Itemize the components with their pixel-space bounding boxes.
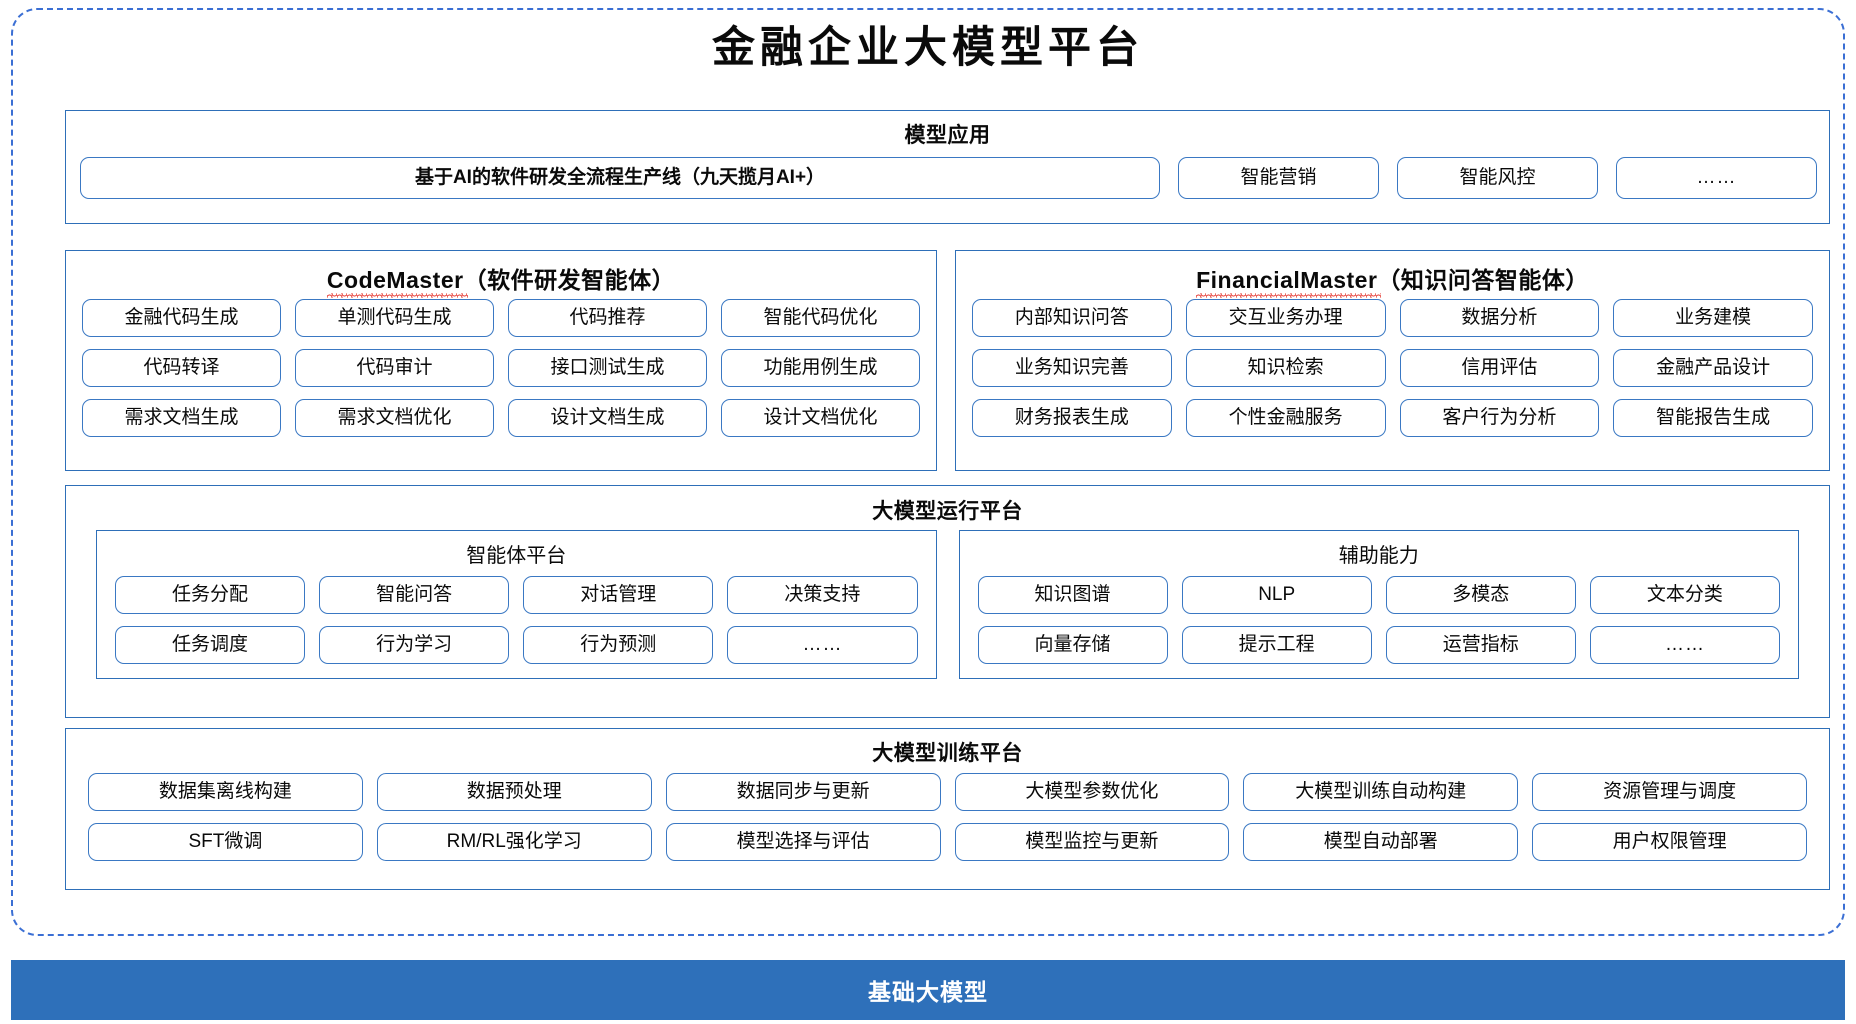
pill-code-audit[interactable]: 代码审计	[295, 349, 494, 387]
pill-requirement-doc-gen[interactable]: 需求文档生成	[82, 399, 281, 437]
pill-code-recommendation[interactable]: 代码推荐	[508, 299, 707, 337]
pill-dataset-offline-build[interactable]: 数据集离线构建	[88, 773, 363, 811]
pill-smart-risk-control[interactable]: 智能风控	[1397, 157, 1598, 199]
pill-resource-mgmt-scheduling[interactable]: 资源管理与调度	[1532, 773, 1807, 811]
model-application-pill-row: 基于AI的软件研发全流程生产线（九天揽月AI+） 智能营销 智能风控 ……	[80, 157, 1817, 199]
auxiliary-capability-pill-grid: 知识图谱 NLP 多模态 文本分类 向量存储 提示工程 运营指标 ……	[977, 576, 1780, 664]
training-platform-pill-grid: 数据集离线构建 数据预处理 数据同步与更新 大模型参数优化 大模型训练自动构建 …	[88, 773, 1807, 861]
financialmaster-suffix: （知识问答智能体）	[1377, 267, 1589, 293]
pill-functional-case-gen[interactable]: 功能用例生成	[721, 349, 920, 387]
pill-financial-report-gen[interactable]: 财务报表生成	[972, 399, 1172, 437]
pill-knowledge-retrieval[interactable]: 知识检索	[1185, 349, 1386, 387]
pill-design-doc-opt[interactable]: 设计文档优化	[721, 399, 920, 437]
pill-rm-rl-learning[interactable]: RM/RL强化学习	[376, 823, 652, 861]
pill-training-auto-build[interactable]: 大模型训练自动构建	[1243, 773, 1519, 811]
pill-credit-assessment[interactable]: 信用评估	[1399, 349, 1600, 387]
codemaster-pill-grid: 金融代码生成 单测代码生成 代码推荐 智能代码优化 代码转译 代码审计 接口测试…	[82, 299, 920, 437]
pill-interactive-business[interactable]: 交互业务办理	[1185, 299, 1386, 337]
pill-task-scheduling[interactable]: 任务调度	[115, 626, 306, 664]
pill-unit-test-code-gen[interactable]: 单测代码生成	[295, 299, 494, 337]
pill-more-auxiliary-capabilities[interactable]: ……	[1589, 626, 1780, 664]
pill-knowledge-graph[interactable]: 知识图谱	[977, 576, 1168, 614]
pill-prompt-engineering[interactable]: 提示工程	[1181, 626, 1372, 664]
pill-more-agent-capabilities[interactable]: ……	[727, 626, 918, 664]
pill-text-classification[interactable]: 文本分类	[1589, 576, 1780, 614]
base-model-label: 基础大模型	[868, 979, 988, 1005]
pill-vector-storage[interactable]: 向量存储	[977, 626, 1168, 664]
pill-data-sync-update[interactable]: 数据同步与更新	[665, 773, 941, 811]
financialmaster-section: FinancialMaster（知识问答智能体） 内部知识问答 交互业务办理 数…	[955, 250, 1830, 471]
auxiliary-capability-panel: 辅助能力 知识图谱 NLP 多模态 文本分类 向量存储 提示工程 运营指标 ……	[958, 530, 1799, 679]
codemaster-title: CodeMaster（软件研发智能体）	[66, 261, 936, 298]
agent-platform-pill-grid: 任务分配 智能问答 对话管理 决策支持 任务调度 行为学习 行为预测 ……	[115, 576, 918, 664]
page-title: 金融企业大模型平台	[712, 25, 1144, 72]
pill-decision-support[interactable]: 决策支持	[727, 576, 918, 614]
pill-business-knowledge-improve[interactable]: 业务知识完善	[972, 349, 1172, 387]
agent-platform-panel: 智能体平台 任务分配 智能问答 对话管理 决策支持 任务调度 行为学习 行为预测…	[96, 530, 937, 679]
pill-personalized-finance[interactable]: 个性金融服务	[1185, 399, 1386, 437]
base-model-bar: 基础大模型	[11, 960, 1845, 1020]
pill-behavior-prediction[interactable]: 行为预测	[523, 626, 714, 664]
pill-model-auto-deploy[interactable]: 模型自动部署	[1243, 823, 1519, 861]
pill-financial-product-design[interactable]: 金融产品设计	[1613, 349, 1813, 387]
pill-smart-code-optimization[interactable]: 智能代码优化	[721, 299, 920, 337]
pill-data-analysis[interactable]: 数据分析	[1399, 299, 1600, 337]
runtime-panels: 智能体平台 任务分配 智能问答 对话管理 决策支持 任务调度 行为学习 行为预测…	[96, 530, 1799, 679]
auxiliary-capability-title: 辅助能力	[1338, 545, 1419, 567]
pill-code-translation[interactable]: 代码转译	[82, 349, 281, 387]
codemaster-latin-name: CodeMaster	[326, 267, 468, 298]
pill-more-applications[interactable]: ……	[1616, 157, 1817, 199]
pill-interface-test-gen[interactable]: 接口测试生成	[508, 349, 707, 387]
pill-model-selection-eval[interactable]: 模型选择与评估	[665, 823, 941, 861]
pill-user-permission-mgmt[interactable]: 用户权限管理	[1532, 823, 1807, 861]
pill-task-allocation[interactable]: 任务分配	[115, 576, 306, 614]
pill-requirement-doc-opt[interactable]: 需求文档优化	[295, 399, 494, 437]
pill-dialogue-management[interactable]: 对话管理	[523, 576, 714, 614]
financialmaster-title: FinancialMaster（知识问答智能体）	[956, 261, 1829, 298]
model-application-title: 模型应用	[904, 124, 991, 147]
financialmaster-pill-grid: 内部知识问答 交互业务办理 数据分析 业务建模 业务知识完善 知识检索 信用评估…	[972, 299, 1813, 437]
pill-nlp[interactable]: NLP	[1181, 576, 1372, 614]
pill-operation-metrics[interactable]: 运营指标	[1385, 626, 1576, 664]
pill-model-monitor-update[interactable]: 模型监控与更新	[954, 823, 1230, 861]
pill-design-doc-gen[interactable]: 设计文档生成	[508, 399, 707, 437]
pill-ai-software-pipeline[interactable]: 基于AI的软件研发全流程生产线（九天揽月AI+）	[80, 157, 1160, 199]
pill-model-param-optimization[interactable]: 大模型参数优化	[954, 773, 1230, 811]
pill-smart-report-gen[interactable]: 智能报告生成	[1613, 399, 1813, 437]
runtime-platform-title: 大模型运行平台	[872, 500, 1023, 523]
runtime-platform-section: 大模型运行平台 智能体平台 任务分配 智能问答 对话管理 决策支持 任务调度 行…	[65, 485, 1830, 718]
pill-internal-knowledge-qa[interactable]: 内部知识问答	[972, 299, 1172, 337]
codemaster-section: CodeMaster（软件研发智能体） 金融代码生成 单测代码生成 代码推荐 智…	[65, 250, 937, 471]
codemaster-suffix: （软件研发智能体）	[463, 267, 676, 293]
model-application-section: 模型应用 基于AI的软件研发全流程生产线（九天揽月AI+） 智能营销 智能风控 …	[65, 110, 1830, 224]
pill-customer-behavior-analysis[interactable]: 客户行为分析	[1399, 399, 1600, 437]
pill-data-preprocessing[interactable]: 数据预处理	[376, 773, 652, 811]
pill-sft-finetune[interactable]: SFT微调	[88, 823, 363, 861]
financialmaster-latin-name: FinancialMaster	[1196, 267, 1382, 298]
agent-platform-title: 智能体平台	[466, 545, 567, 567]
pill-behavior-learning[interactable]: 行为学习	[319, 626, 510, 664]
pill-business-modeling[interactable]: 业务建模	[1613, 299, 1813, 337]
pill-smart-marketing[interactable]: 智能营销	[1178, 157, 1379, 199]
training-platform-title: 大模型训练平台	[872, 742, 1023, 765]
training-platform-section: 大模型训练平台 数据集离线构建 数据预处理 数据同步与更新 大模型参数优化 大模…	[65, 728, 1830, 890]
pill-multimodal[interactable]: 多模态	[1385, 576, 1576, 614]
pill-financial-code-gen[interactable]: 金融代码生成	[82, 299, 281, 337]
pill-smart-qa[interactable]: 智能问答	[319, 576, 510, 614]
